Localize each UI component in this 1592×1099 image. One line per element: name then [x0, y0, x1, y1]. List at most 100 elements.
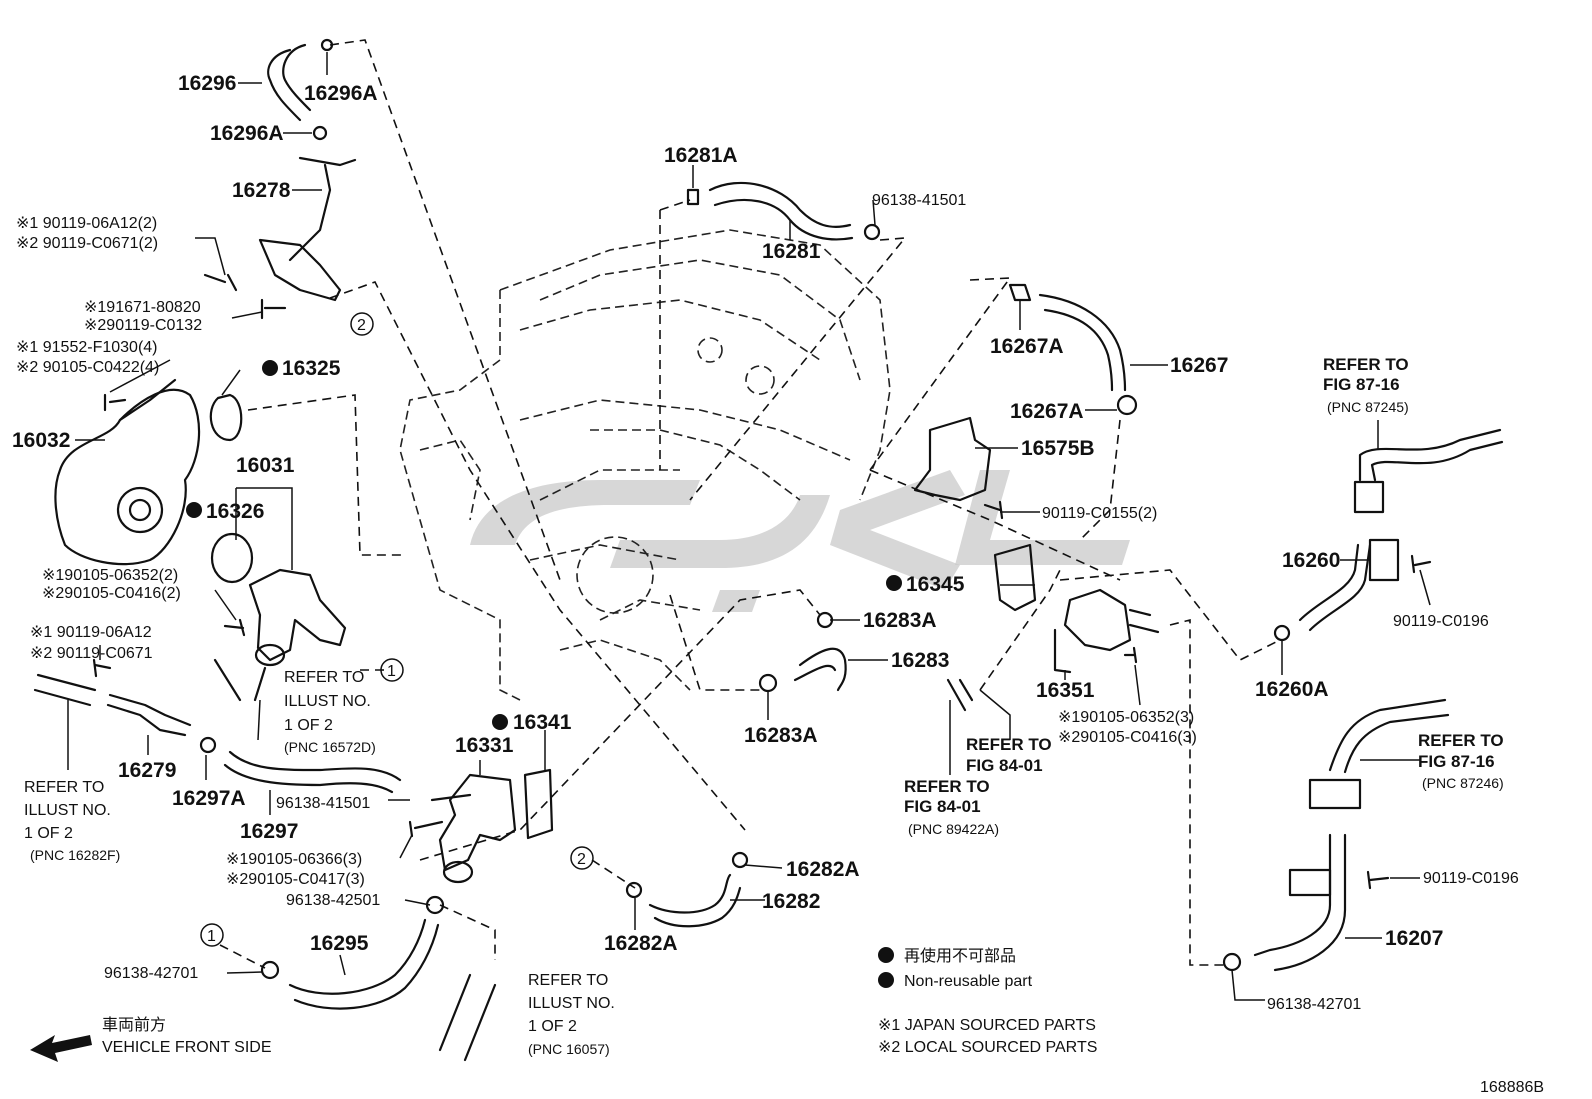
- label-16297[interactable]: 16297: [240, 820, 298, 843]
- svg-text:1: 1: [387, 663, 396, 680]
- label-16207[interactable]: 16207: [1385, 927, 1443, 950]
- nonreusable-markers: [186, 360, 902, 730]
- part-number[interactable]: ※190105-06352(2): [42, 567, 178, 584]
- label-16575B[interactable]: 16575B: [1021, 437, 1095, 460]
- part-number[interactable]: ※190105-06352(3): [1058, 709, 1194, 726]
- part-16341-gasket: [523, 768, 554, 840]
- svg-text:1: 1: [207, 928, 216, 945]
- part-number[interactable]: 90119-C0196: [1393, 613, 1489, 630]
- label-16351[interactable]: 16351: [1036, 679, 1095, 702]
- part-number[interactable]: 96138-41501: [872, 192, 966, 209]
- refer-fig-84-01[interactable]: REFER TO FIG 84-01: [966, 735, 1052, 775]
- refer-16572D[interactable]: REFER TO ILLUST NO. 1 OF 2 (PNC 16572D): [284, 669, 376, 755]
- label-16325[interactable]: 16325: [282, 357, 341, 380]
- part-16283-hose: [758, 611, 847, 693]
- part-16032-water-pump: [54, 378, 201, 566]
- part-number[interactable]: ※2 90119-C0671(2): [16, 235, 158, 252]
- label-16267A[interactable]: 16267A: [990, 335, 1064, 358]
- part-number[interactable]: ※1 90119-06A12: [30, 624, 152, 641]
- sensor: [946, 678, 974, 712]
- watermark-logo: [470, 470, 1130, 612]
- part-number[interactable]: ※290105-C0416(3): [1058, 729, 1197, 746]
- label-16326[interactable]: 16326: [206, 500, 264, 523]
- label-16281[interactable]: 16281: [762, 240, 821, 263]
- legend-nonreusable-jp: 再使用不可部品: [904, 947, 1016, 965]
- svg-text:1 OF 2: 1 OF 2: [24, 825, 73, 842]
- part-16260-hose: [1273, 538, 1400, 642]
- label-16296[interactable]: 16296: [178, 72, 236, 95]
- label-16282A[interactable]: 16282A: [786, 858, 860, 881]
- part-number[interactable]: 90119-C0196: [1423, 870, 1519, 887]
- svg-text:2: 2: [357, 317, 366, 334]
- diagram-code: 168886B: [1480, 1079, 1544, 1096]
- label-16267A[interactable]: 16267A: [1010, 400, 1084, 423]
- part-16295-hose: [260, 895, 445, 1010]
- pipe-87246: [1308, 698, 1450, 810]
- label-16279[interactable]: 16279: [118, 759, 176, 782]
- label-16282A[interactable]: 16282A: [604, 932, 678, 955]
- label-16331[interactable]: 16331: [455, 734, 514, 757]
- refer-fig-87-16-87245[interactable]: REFER TO FIG 87-16 (PNC 87245): [1323, 355, 1409, 415]
- label-16281A[interactable]: 16281A: [664, 144, 738, 167]
- part-number[interactable]: 96138-41501: [276, 795, 370, 812]
- refer-16282F[interactable]: REFER TO ILLUST NO. 1 OF 2 (PNC 16282F): [24, 779, 120, 863]
- part-number[interactable]: ※190105-06366(3): [226, 851, 362, 868]
- part-16297-hose: [213, 658, 402, 794]
- pipe-87245: [1353, 428, 1504, 514]
- hose-16057: [438, 973, 497, 1062]
- part-16297A-clamp: [199, 736, 217, 754]
- legend-local-sourced: ※2 LOCAL SOURCED PARTS: [878, 1039, 1097, 1056]
- part-16278-pipe: [258, 156, 357, 302]
- part-16326-oring: [210, 532, 254, 584]
- part-16031-water-outlet: [248, 568, 347, 667]
- refer-fig-84-01-89422A[interactable]: REFER TO FIG 84-01 (PNC 89422A): [904, 777, 999, 837]
- refer-fig-87-16-87246[interactable]: REFER TO FIG 87-16 (PNC 87246): [1418, 731, 1504, 791]
- label-16031[interactable]: 16031: [236, 454, 295, 477]
- label-16267[interactable]: 16267: [1170, 354, 1228, 377]
- label-16283A[interactable]: 16283A: [863, 609, 937, 632]
- part-number[interactable]: ※2 90105-C0422(4): [16, 359, 159, 376]
- label-16295[interactable]: 16295: [310, 932, 369, 955]
- part-16279-pipe: [33, 673, 192, 737]
- circle-ref-2-b: 2: [570, 846, 594, 870]
- svg-text:VEHICLE FRONT SIDE: VEHICLE FRONT SIDE: [102, 1039, 272, 1056]
- part-number[interactable]: ※290105-C0417(3): [226, 871, 365, 888]
- part-number[interactable]: ※1 90119-06A12(2): [16, 215, 157, 232]
- part-number[interactable]: ※290105-C0416(2): [42, 585, 181, 602]
- svg-text:1 OF 2: 1 OF 2: [528, 1018, 577, 1035]
- legend: 再使用不可部品 Non-reusable part ※1 JAPAN SOURC…: [878, 947, 1097, 1056]
- part-number[interactable]: ※1 91552-F1030(4): [16, 339, 158, 356]
- label-16283[interactable]: 16283: [891, 649, 949, 672]
- label-16260[interactable]: 16260: [1282, 549, 1340, 572]
- part-16267-hose: [1008, 283, 1138, 416]
- label-16296A[interactable]: 16296A: [304, 82, 378, 105]
- label-16260A[interactable]: 16260A: [1255, 678, 1329, 701]
- svg-text:ILLUST NO.: ILLUST NO.: [284, 693, 371, 710]
- svg-text:車両前方: 車両前方: [102, 1016, 166, 1034]
- label-16283A[interactable]: 16283A: [744, 724, 818, 747]
- part-number[interactable]: 96138-42701: [1267, 996, 1361, 1013]
- refer-16057[interactable]: REFER TO ILLUST NO. 1 OF 2 (PNC 16057): [528, 972, 615, 1057]
- label-16032[interactable]: 16032: [12, 429, 70, 452]
- label-16345[interactable]: 16345: [906, 573, 965, 596]
- part-16281-hose: [686, 181, 881, 241]
- part-number[interactable]: 96138-42701: [104, 965, 198, 982]
- part-16345-gasket: [993, 543, 1037, 612]
- part-number[interactable]: 96138-42501: [286, 892, 380, 909]
- label-16282[interactable]: 16282: [762, 890, 820, 913]
- label-16278[interactable]: 16278: [232, 179, 291, 202]
- engine-block: [399, 229, 891, 701]
- part-number[interactable]: ※2 90119-C0671: [30, 645, 153, 662]
- part-16296-hose: [267, 43, 312, 122]
- label-16341[interactable]: 16341: [513, 711, 572, 734]
- svg-text:REFER TO: REFER TO: [1418, 731, 1504, 750]
- label-16297A[interactable]: 16297A: [172, 787, 246, 810]
- svg-text:REFER TO: REFER TO: [528, 972, 608, 989]
- svg-text:(PNC 87246): (PNC 87246): [1422, 775, 1504, 791]
- label-16296A[interactable]: 16296A: [210, 122, 284, 145]
- part-16351-water-outlet: [1053, 588, 1160, 674]
- part-number[interactable]: ※191671-80820: [84, 299, 201, 316]
- part-number[interactable]: ※290119-C0132: [84, 317, 202, 334]
- part-number[interactable]: 90119-C0155(2): [1042, 505, 1157, 522]
